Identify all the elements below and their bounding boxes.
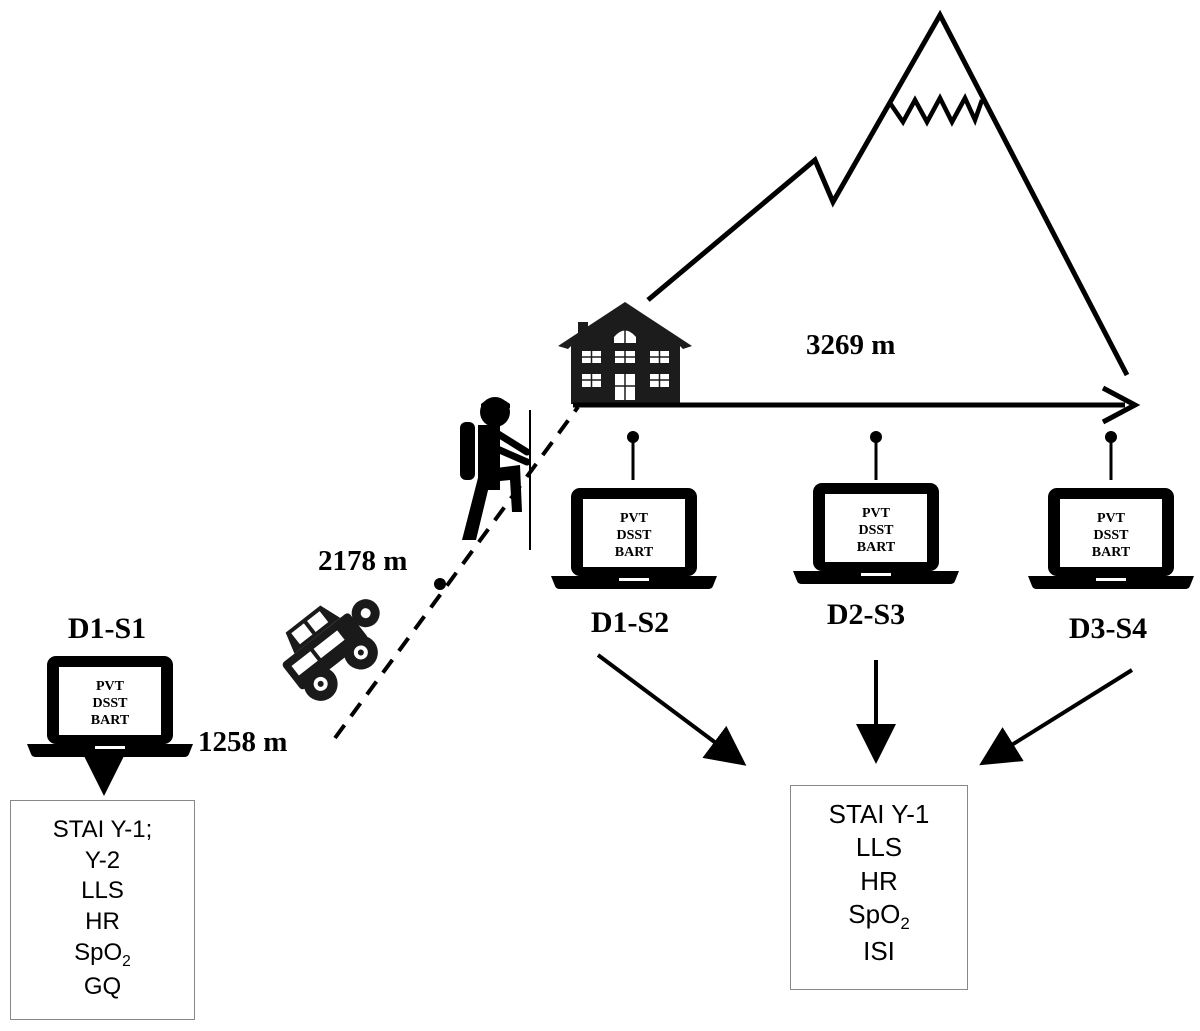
session-2-test-2: DSST (616, 528, 652, 543)
laptop-icon: PVT DSST BART (27, 656, 193, 757)
session-connectors (631, 437, 1113, 480)
measure-hr: HR (85, 908, 120, 936)
session-label-3: D2-S3 (827, 598, 905, 631)
session-label-4: D3-S4 (1069, 612, 1147, 645)
arrow-session-4-to-measures (979, 668, 1134, 766)
baseline-measures-box: STAI Y-1; Y-2 LLS HR SpO2 GQ (10, 800, 195, 1020)
session-3-test-3: BART (857, 540, 896, 555)
measure-stai-y2: Y-2 (84, 846, 121, 874)
session-2-test-3: BART (615, 545, 654, 560)
measure-lls: LLS (81, 877, 124, 905)
hut-icon (558, 302, 692, 404)
measure-lls: LLS (855, 832, 903, 863)
session-3-test-2: DSST (858, 523, 894, 538)
session-label-1: D1-S1 (68, 612, 146, 645)
mountain-icon (646, 9, 1130, 377)
measure-stai: STAI Y-1; (52, 816, 153, 843)
ascent-path (333, 405, 580, 740)
laptop-icon: PVT DSST BART (551, 488, 717, 589)
altitude-measures-box: STAI Y-1 LLS HR SpO2 ISI (790, 785, 968, 990)
measure-gq: GQ (83, 972, 122, 1000)
jeep-icon (282, 599, 380, 701)
altitude-label-intermediate: 2178 m (318, 545, 407, 577)
session-1-test-2: DSST (92, 696, 128, 711)
altitude-label-summit: 3269 m (806, 329, 895, 361)
measure-stai: STAI Y-1 (828, 799, 930, 829)
measure-hr: HR (860, 865, 898, 896)
session-3-test-1: PVT (862, 506, 891, 521)
session-4-test-2: DSST (1093, 528, 1129, 543)
measure-isi: ISI (863, 935, 895, 966)
measure-spo2: SpO2 (848, 898, 910, 933)
laptop-icon: PVT DSST BART (793, 483, 959, 584)
session-2-marker (627, 431, 639, 443)
session-4-marker (1105, 431, 1117, 443)
session-label-2: D1-S2 (591, 606, 669, 639)
arrow-session-2-to-measures (596, 653, 747, 766)
laptop-icon: PVT DSST BART (1028, 488, 1194, 589)
session-4-test-3: BART (1092, 545, 1131, 560)
session-4-test-1: PVT (1097, 511, 1126, 526)
session-3-marker (870, 431, 882, 443)
measure-spo2: SpO2 (74, 938, 131, 970)
climber-icon (460, 397, 531, 550)
session-1-test-1: PVT (96, 679, 125, 694)
altitude-label-base: 1258 m (198, 726, 287, 758)
session-1-test-3: BART (91, 713, 130, 728)
session-2-test-1: PVT (620, 511, 649, 526)
waypoint-2178-marker (434, 578, 446, 590)
